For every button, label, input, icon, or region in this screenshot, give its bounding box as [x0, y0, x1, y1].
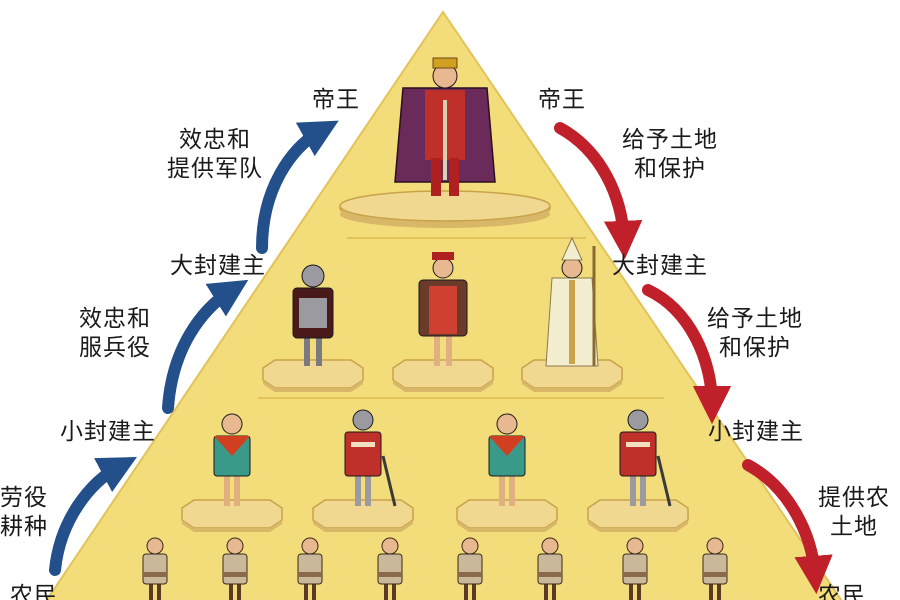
label-loyalty-troops: 效忠和 提供军队 — [160, 126, 270, 184]
nobleman-figure — [392, 252, 494, 393]
label-line: 提供农 — [818, 485, 890, 511]
label-emperor-left: 帝王 — [312, 87, 360, 113]
label-peasant-right: 农民 — [818, 583, 866, 600]
label-emperor-right: 帝王 — [538, 87, 586, 113]
label-lesser-lord-left: 小封建主 — [60, 419, 156, 445]
lesser-lord-figure — [456, 413, 558, 533]
label-line: 给予土地 — [707, 306, 803, 332]
label-provide-land: 提供农 土地 — [808, 484, 900, 542]
label-peasant-left: 农民 — [10, 583, 58, 600]
label-line: 服兵役 — [79, 335, 151, 361]
label-line: 效忠和 — [179, 127, 251, 153]
arrow-up-mid — [162, 279, 249, 414]
label-grant-land-top: 给予土地 和保护 — [615, 126, 725, 184]
arrow-down-low — [742, 459, 833, 595]
label-line: 土地 — [830, 514, 878, 540]
label-loyalty-service: 效忠和 服兵役 — [60, 305, 170, 363]
label-grant-land-mid: 给予土地 和保护 — [700, 305, 810, 363]
label-line: 给予土地 — [622, 127, 718, 153]
knight-figure — [262, 264, 364, 393]
label-labor-farming: 劳役 耕种 — [0, 484, 48, 542]
label-line: 和保护 — [634, 156, 706, 182]
arrow-down-mid — [642, 284, 732, 425]
emperor-figure — [339, 57, 551, 228]
arrow-up-low — [49, 456, 137, 576]
label-line: 提供军队 — [167, 156, 263, 182]
arrow-up-top — [256, 120, 339, 254]
soldier-figure — [312, 409, 414, 533]
soldier-figure — [587, 409, 689, 533]
label-line: 耕种 — [0, 514, 48, 540]
label-line: 效忠和 — [79, 306, 151, 332]
label-lesser-lord-right: 小封建主 — [708, 419, 804, 445]
bishop-figure — [521, 236, 623, 393]
label-great-lord-left: 大封建主 — [170, 253, 266, 279]
label-line: 和保护 — [719, 335, 791, 361]
lesser-lord-figure — [181, 413, 283, 533]
arrow-down-top — [554, 122, 643, 260]
label-line: 劳役 — [0, 485, 48, 511]
label-great-lord-right: 大封建主 — [612, 253, 708, 279]
